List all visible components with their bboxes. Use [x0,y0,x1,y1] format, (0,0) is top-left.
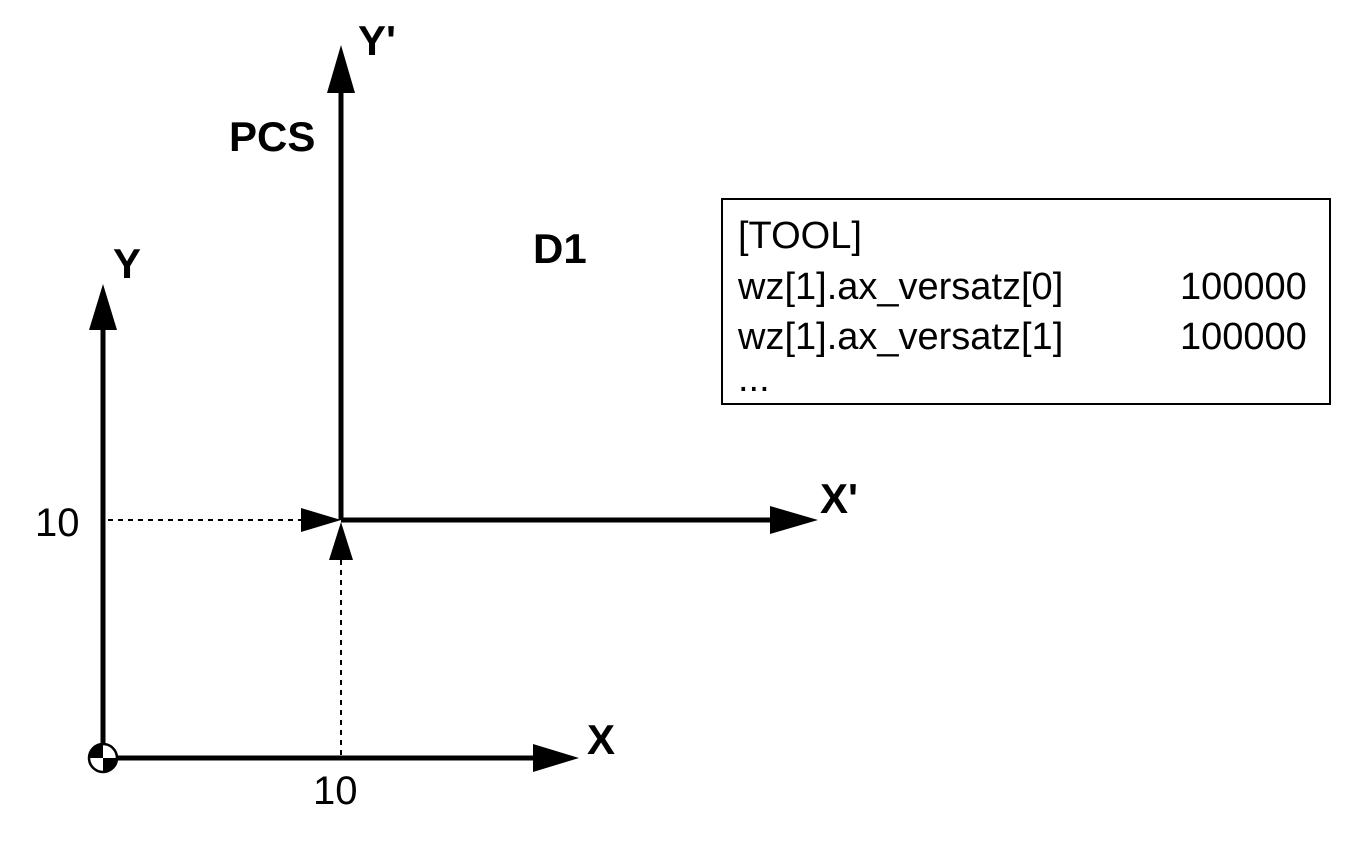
param-value: 100000 [1180,266,1307,308]
param-value: 100000 [1180,316,1307,358]
tool-section-header: [TOOL] [738,215,862,257]
pcs-label: PCS [229,113,316,160]
x-axis-arrowhead [533,744,579,772]
x-prime-label: X' [820,475,859,522]
offset-x-arrowhead [329,522,353,560]
y-prime-label: Y' [358,17,397,64]
d1-label: D1 [533,225,587,272]
x-label: X [587,716,616,763]
param-row: wz[1].ax_versatz[1] 100000 [738,316,1307,358]
continuation-ellipsis: ... [738,358,770,400]
x-prime-axis-arrowhead [770,506,818,534]
param-name: wz[1].ax_versatz[0] [738,266,1064,308]
y-offset-value: 10 [35,501,80,545]
param-row: wz[1].ax_versatz[0] 100000 [738,266,1307,308]
tool-parameter-box: [TOOL] wz[1].ax_versatz[0] 100000 wz[1].… [721,198,1331,405]
y-axis-arrowhead [89,284,117,330]
offset-y-arrowhead [301,508,341,532]
origin-symbol [87,742,119,774]
y-label: Y [113,240,142,287]
param-name: wz[1].ax_versatz[1] [738,316,1064,358]
y-prime-axis-arrowhead [327,45,355,93]
x-offset-value: 10 [313,769,358,813]
